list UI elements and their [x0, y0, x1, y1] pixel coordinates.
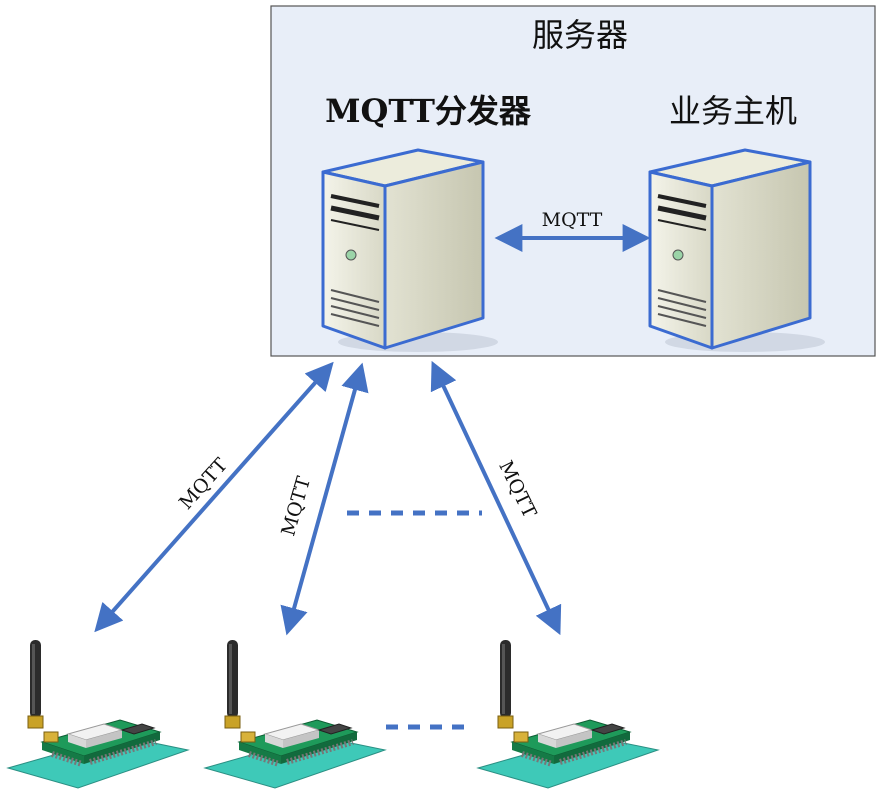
device-middle-arrow — [280, 362, 369, 636]
device-left-board-icon — [8, 640, 188, 788]
business-host-label: 业务主机 — [669, 92, 797, 130]
device-middle-link-label: MQTT — [277, 474, 315, 539]
server-box-title: 服务器 — [532, 16, 628, 54]
device-right-arrow — [430, 360, 562, 636]
business-host-server-icon — [650, 150, 825, 352]
device-right-board-icon — [478, 640, 658, 788]
broker-server-icon — [323, 150, 498, 352]
broker-label: MQTT分发器 — [325, 92, 532, 130]
broker-host-link-label: MQTT — [542, 209, 603, 231]
device-middle-board-icon — [205, 640, 385, 788]
